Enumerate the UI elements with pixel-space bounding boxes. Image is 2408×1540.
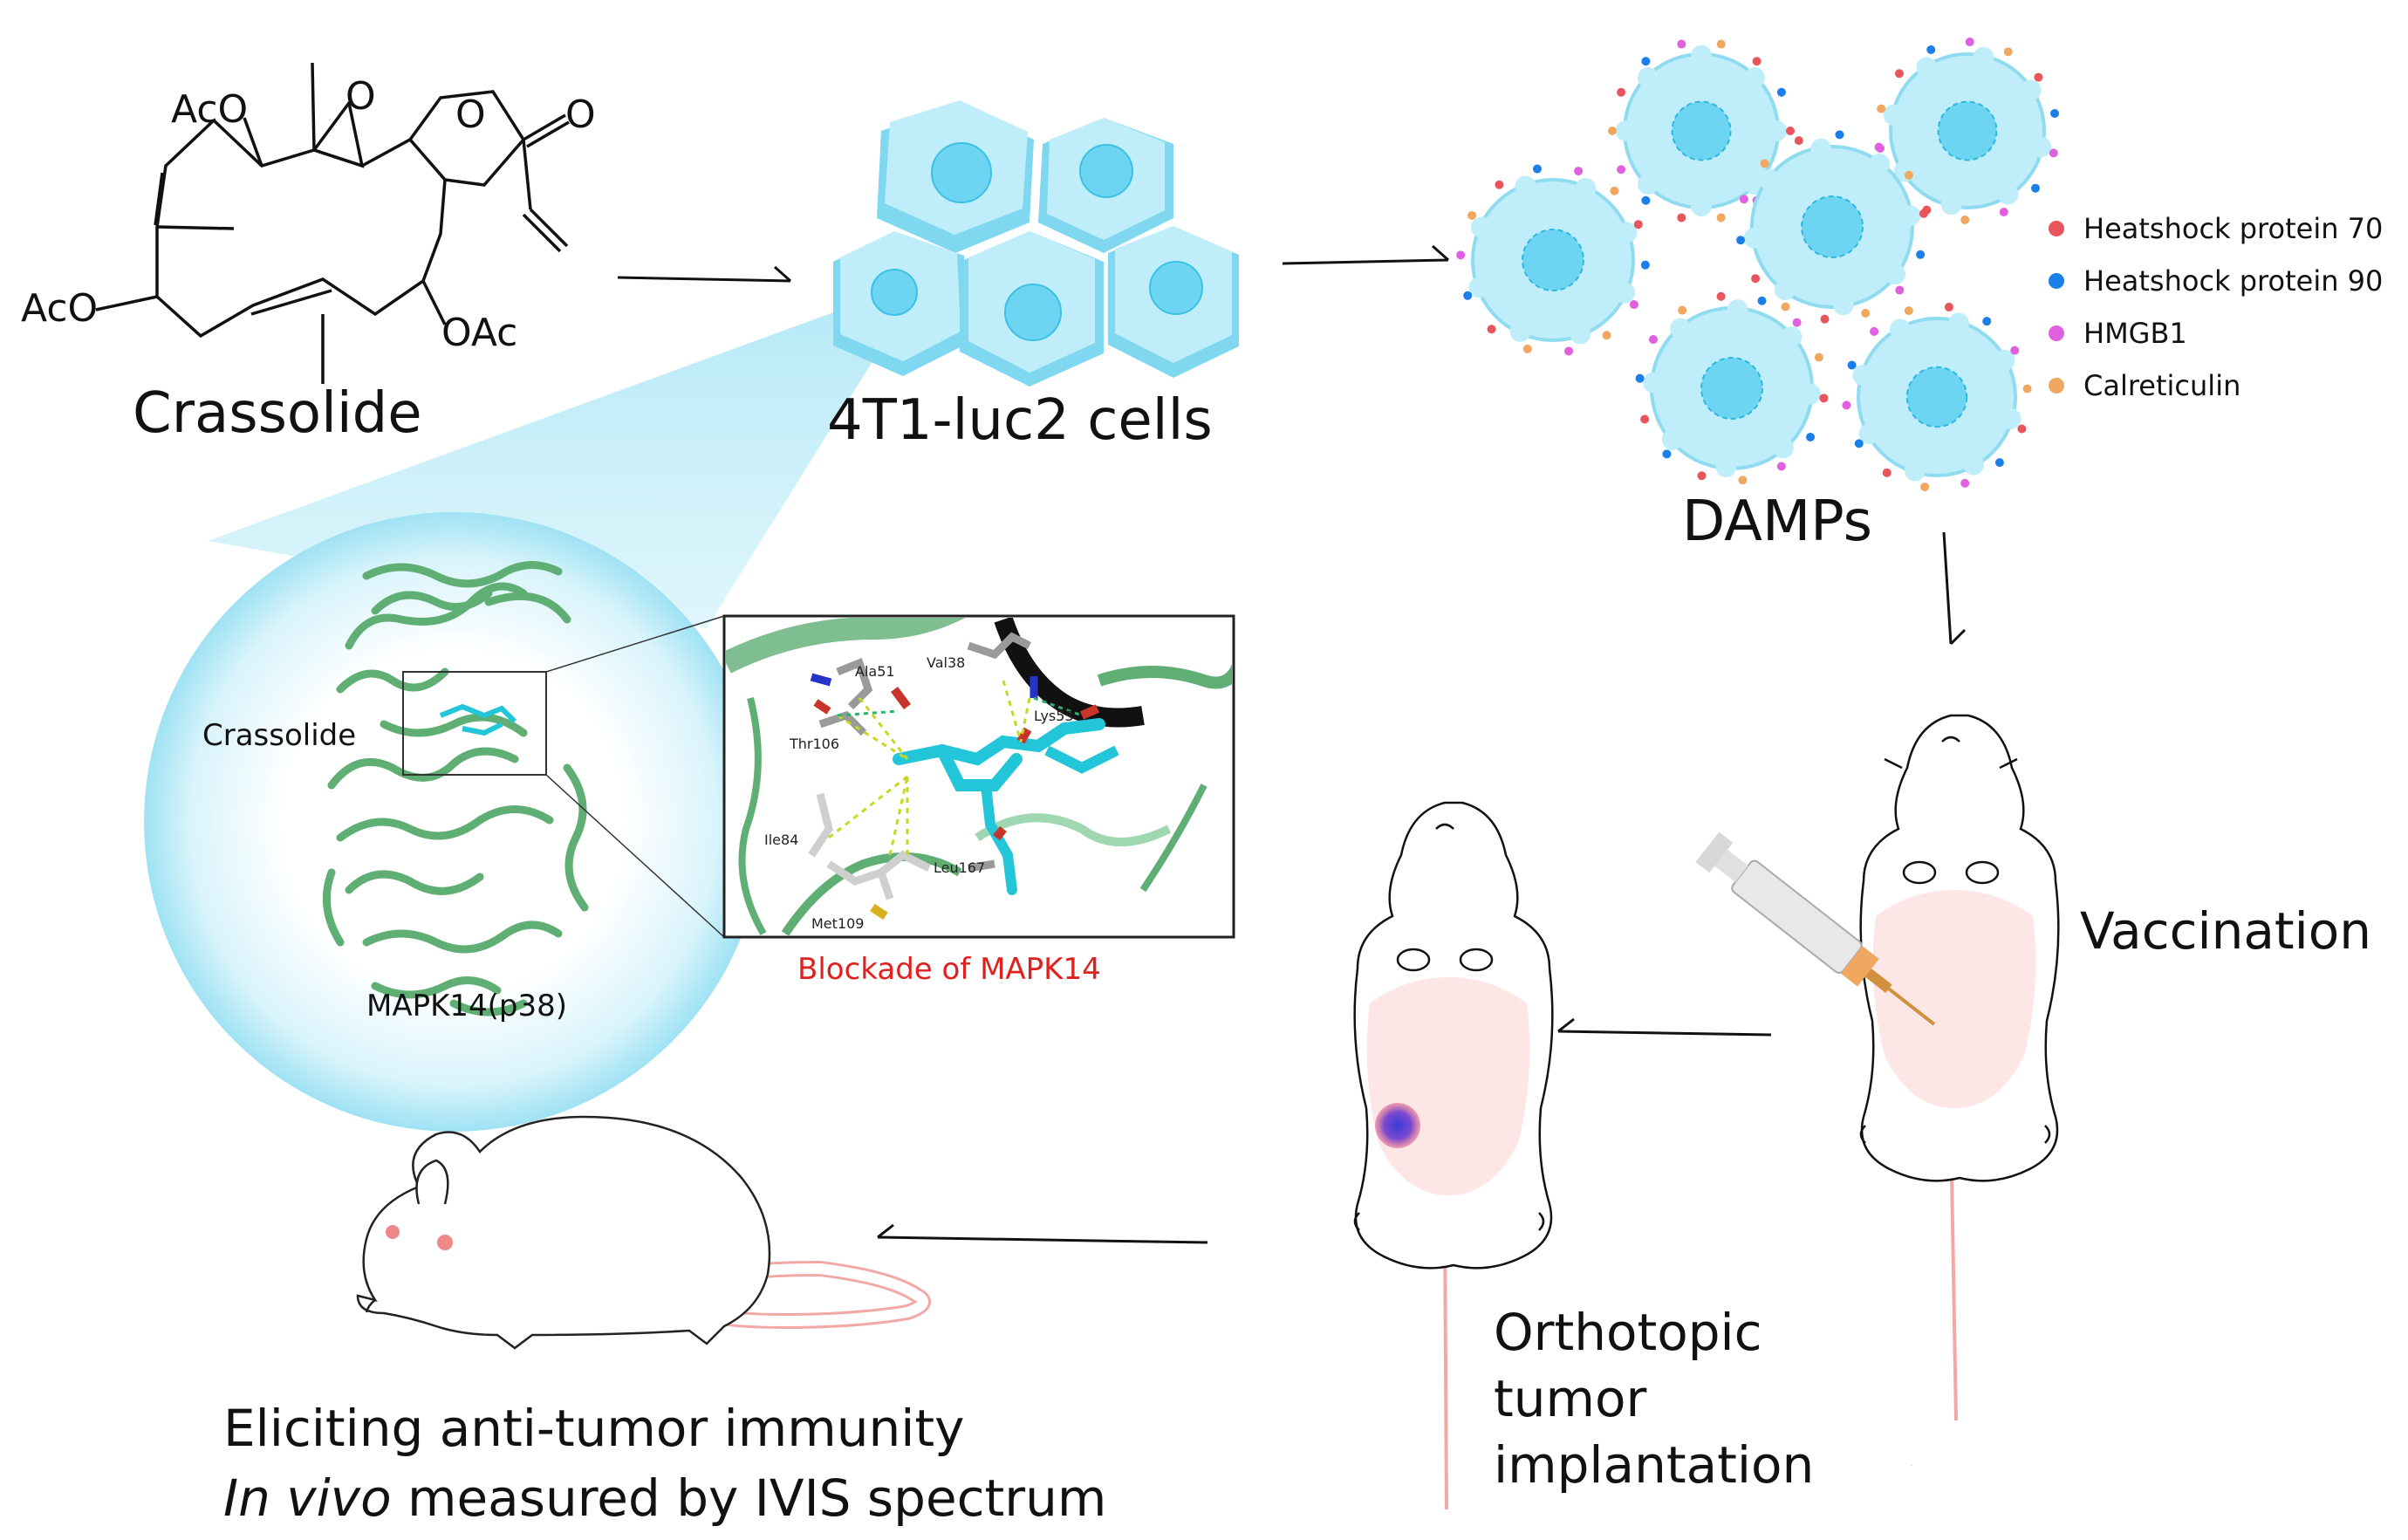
legend-label: Heatshock protein 90 xyxy=(2083,264,2384,298)
cells-label: 4T1-luc2 cells xyxy=(827,388,1213,453)
syringe-icon xyxy=(1695,832,1936,1026)
residue-lys53: Lys53 xyxy=(1034,708,1074,724)
ligand-small xyxy=(439,703,517,736)
legend-swatch xyxy=(2049,325,2064,341)
docking-inset: Ala51 Val38 Lys53 Thr106 Ile84 Leu167 Me… xyxy=(722,614,1235,939)
residue-ile84: Ile84 xyxy=(764,832,798,848)
damp-cell xyxy=(1875,38,2060,224)
tumor-spot xyxy=(1375,1103,1420,1148)
legend-label: Heatshock protein 70 xyxy=(2083,212,2384,245)
mouse-tail-dot: . xyxy=(1911,1460,1913,1468)
residue-thr106: Thr106 xyxy=(789,736,839,752)
damps-label: DAMPs xyxy=(1682,489,1872,554)
arrow-to-damps xyxy=(1282,244,1449,265)
side-view-mouse xyxy=(356,1115,931,1350)
legend-swatch xyxy=(2049,378,2064,394)
cell-cluster xyxy=(833,100,1239,387)
tumor-cell xyxy=(960,231,1104,387)
residue-leu167: Leu167 xyxy=(934,859,985,876)
damp-cells xyxy=(1456,38,2060,492)
aco-top-label: AcO xyxy=(171,87,248,132)
ligand-label: Crassolide xyxy=(202,718,357,753)
binding-site-box xyxy=(402,671,547,776)
residue-met109: Met109 xyxy=(811,915,864,932)
crassolide-structure xyxy=(95,62,570,384)
implantation-label-line1: Orthotopic xyxy=(1494,1303,1762,1362)
implantation-label-line3: implantation xyxy=(1494,1435,1815,1495)
legend-swatch xyxy=(2049,273,2064,289)
legend-item: HMGB1 xyxy=(2049,307,2383,359)
damp-cell xyxy=(1736,130,1928,324)
vaccination-label: Vaccination xyxy=(2080,901,2372,961)
tumor-cell xyxy=(1108,226,1239,378)
arrow-to-immunity xyxy=(877,1223,1208,1244)
legend-item: Heatshock protein 90 xyxy=(2049,255,2383,307)
aco-left-label: AcO xyxy=(21,286,98,331)
protein-label: MAPK14(p38) xyxy=(366,989,568,1023)
legend-label: HMGB1 xyxy=(2083,317,2187,350)
crassolide-label: Crassolide xyxy=(133,381,422,446)
oac-label: OAc xyxy=(441,311,517,355)
lactone-o-label: O xyxy=(455,92,486,137)
vaccinated-mouse xyxy=(1859,714,2060,1421)
ivis-text: measured by IVIS spectrum xyxy=(391,1468,1107,1528)
residue-ala51: Ala51 xyxy=(855,663,895,680)
zoom-bubble xyxy=(144,512,763,1132)
tumor-cell xyxy=(833,231,968,376)
in-vivo-text: In vivo xyxy=(223,1468,392,1528)
carbonyl-o-label: O xyxy=(565,92,596,137)
legend-item: Heatshock protein 70 xyxy=(2049,202,2383,255)
damp-cell xyxy=(1842,302,2032,492)
arrow-down-to-vaccination xyxy=(1942,531,1967,646)
legend-label: Calreticulin xyxy=(2083,369,2241,402)
outcome-label-line1: Eliciting anti-tumor immunity xyxy=(223,1399,965,1458)
blockade-label: Blockade of MAPK14 xyxy=(797,952,1101,987)
legend-swatch xyxy=(2049,221,2064,236)
epoxide-o-label: O xyxy=(345,74,376,119)
tumor-cell xyxy=(877,100,1034,253)
implantation-label-line2: tumor xyxy=(1494,1369,1647,1428)
tumor-cell xyxy=(1038,118,1173,253)
outcome-label-line2: In vivo measured by IVIS spectrum xyxy=(223,1473,1106,1523)
residue-val38: Val38 xyxy=(927,654,965,671)
damp-cell xyxy=(1635,291,1829,485)
legend-item: Calreticulin xyxy=(2049,359,2383,412)
protein-structure xyxy=(322,561,589,1016)
damps-legend: Heatshock protein 70 Heatshock protein 90… xyxy=(2049,202,2383,412)
damp-cell xyxy=(1456,164,1650,356)
arrow-to-cells xyxy=(617,265,791,283)
arrow-to-implantation xyxy=(1557,1017,1772,1037)
